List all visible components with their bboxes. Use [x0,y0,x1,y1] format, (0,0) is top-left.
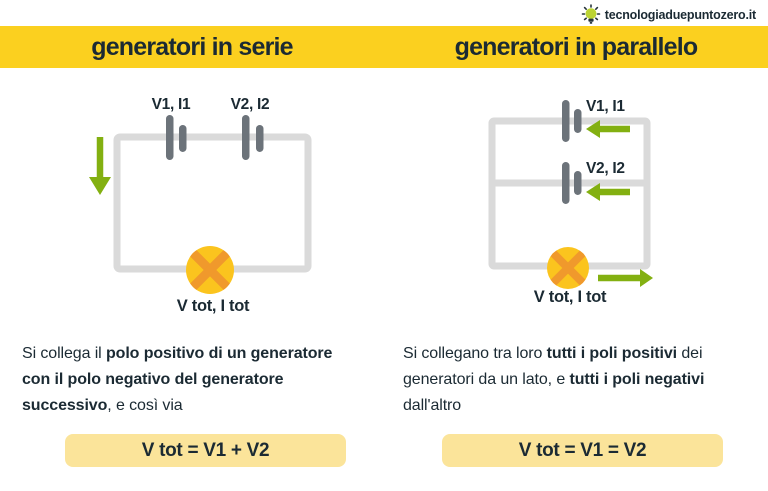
circuit-diagram-parallelo: V1, I1 V2, I2 V tot, I tot [488,98,653,306]
battery1-icon [562,100,582,142]
header-band: generatori in serie generatori in parall… [0,26,768,68]
header-title-serie: generatori in serie [91,32,293,61]
battery2-icon [242,115,264,160]
lamp-icon [186,246,234,294]
formula-box-parallelo: V tot = V1 = V2 [442,434,723,467]
site-name: tecnologiaduepuntozero.it [604,8,756,22]
generator1-label: V1, I1 [586,98,625,115]
total-label: V tot, I tot [534,288,607,306]
current-arrow-left-icon [586,183,630,201]
lightbulb-icon [581,4,601,24]
site-logo: tecnologiaduepuntozero.it [581,4,756,26]
current-arrow-right-icon [598,269,653,287]
current-arrow-down-icon [89,137,111,195]
formula-box-serie: V tot = V1 + V2 [65,434,346,467]
formula-label-serie: V tot = V1 + V2 [141,439,270,461]
circuit-diagram-serie: V1, I1 V2, I2 V tot, I tot [89,96,312,315]
header-cell-parallelo: generatori in parallelo [384,26,768,68]
description-serie: Si collega il polo positivo di un genera… [22,345,333,414]
description-parallelo: Si collegano tra loro tutti i poli posit… [403,345,705,414]
generator2-label: V2, I2 [231,96,270,113]
formula-label-parallelo: V tot = V1 = V2 [518,439,647,461]
battery1-icon [166,115,187,160]
header-title-parallelo: generatori in parallelo [454,32,699,61]
battery2-icon [562,162,582,204]
generator2-label: V2, I2 [586,160,625,177]
generator1-label: V1, I1 [152,96,191,113]
current-arrow-left-icon [586,120,630,138]
header-cell-serie: generatori in serie [0,26,384,68]
total-label: V tot, I tot [177,297,250,315]
lamp-icon [547,247,589,289]
